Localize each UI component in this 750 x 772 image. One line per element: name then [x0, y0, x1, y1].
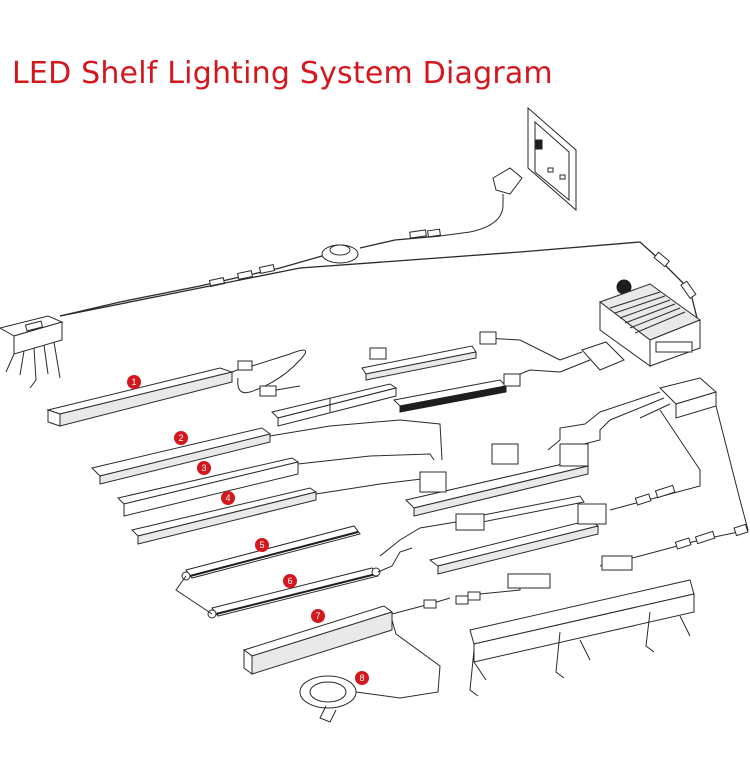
junction-block-right [599, 377, 718, 421]
shelf-rail [469, 555, 695, 697]
tube-6-cable [377, 547, 413, 573]
tube-link-cable [175, 575, 213, 615]
led-puck-8 [299, 675, 357, 723]
bus-connectors [653, 251, 697, 299]
led-3-cable [297, 453, 435, 465]
svg-text:4: 4 [225, 493, 230, 503]
rail-lower-cable [379, 521, 457, 557]
led-profile-2 [91, 427, 272, 485]
led-profile-4 [131, 487, 318, 545]
svg-text:8: 8 [359, 673, 364, 683]
svg-text:3: 3 [201, 463, 206, 473]
led-tube-5 [181, 525, 361, 581]
mains-plug [439, 167, 523, 237]
led-profile-upper-c [392, 379, 508, 413]
badge-6: 6 [283, 574, 297, 588]
led-profile-upper-b [361, 345, 477, 381]
connector-upper-d [479, 331, 497, 345]
svg-text:5: 5 [259, 540, 264, 550]
badge-2: 2 [174, 431, 188, 445]
led-profile-7 [242, 605, 394, 675]
cable-e [609, 409, 701, 511]
badge-3: 3 [197, 461, 211, 475]
inline-connectors-top [409, 228, 441, 239]
connector-upper-c [503, 373, 521, 387]
badge-8: 8 [355, 671, 369, 685]
svg-text:1: 1 [131, 377, 136, 387]
rail-lower [428, 495, 607, 575]
distribution-block-left [0, 315, 64, 389]
svg-text:2: 2 [178, 433, 183, 443]
distribution-block-mid [559, 341, 625, 373]
led-2-cable [269, 419, 443, 461]
badge-4: 4 [221, 491, 235, 505]
puck-8-cable [355, 619, 441, 699]
led-profile-3 [117, 457, 300, 517]
led-4-cable [315, 477, 431, 495]
led-profile-upper-a [271, 383, 398, 427]
cable-f [599, 405, 749, 567]
connector-upper-a [259, 385, 277, 397]
svg-text:6: 6 [287, 576, 292, 586]
connector-upper-b [369, 347, 387, 360]
svg-text:7: 7 [315, 611, 320, 621]
wall-socket [527, 106, 577, 212]
cable-b [514, 369, 561, 377]
diagram-title: LED Shelf Lighting System Diagram [12, 56, 553, 91]
power-driver [598, 279, 702, 367]
badge-1: 1 [127, 375, 141, 389]
led-1-cable [237, 349, 307, 394]
cable-c [547, 411, 601, 451]
rail-center [405, 443, 590, 517]
inline-connectors-right [634, 484, 749, 550]
sensor-hub [321, 244, 359, 264]
led-tube-6 [207, 567, 381, 619]
hub-cable [59, 255, 323, 317]
connectors-mid [423, 573, 551, 609]
badge-7: 7 [311, 609, 325, 623]
led-profile-1 [46, 360, 253, 427]
mains-cable [359, 235, 441, 249]
led-7-cable [391, 597, 451, 615]
badge-5: 5 [255, 538, 269, 552]
cable-a [484, 337, 561, 361]
inline-connectors-left [208, 264, 276, 287]
